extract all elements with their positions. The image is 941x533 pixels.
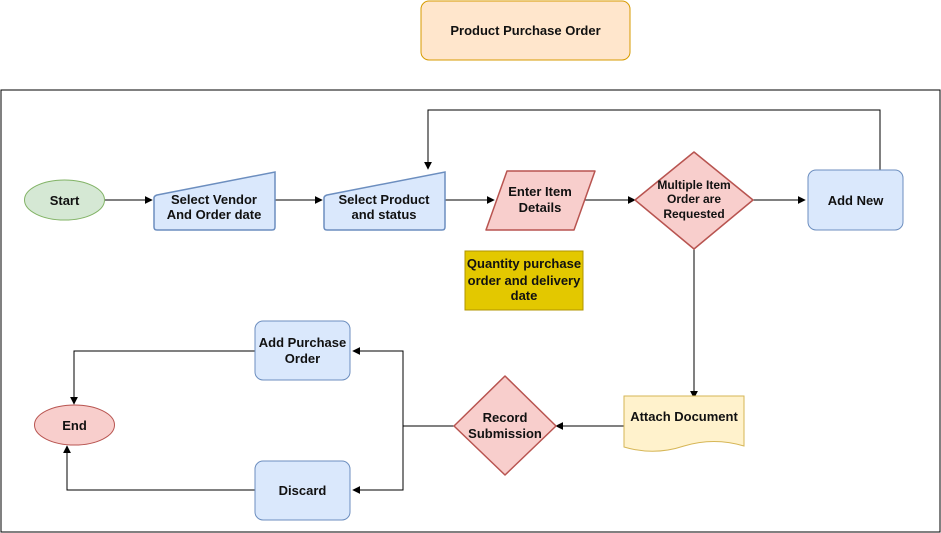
- svg-text:And Order date: And Order date: [167, 207, 262, 222]
- connectors: [63, 109, 881, 494]
- svg-text:Quantity purchase: Quantity purchase: [467, 256, 581, 271]
- svg-text:Discard: Discard: [279, 483, 327, 498]
- record-submission-decision: Record Submission: [453, 375, 557, 476]
- svg-text:Select Product: Select Product: [338, 192, 430, 207]
- process-container: [0, 89, 941, 533]
- end-node: End: [34, 404, 115, 446]
- start-node: Start: [24, 179, 105, 221]
- add-purchase-order-node: Add Purchase Order: [254, 320, 351, 381]
- svg-text:order and delivery: order and delivery: [468, 273, 581, 288]
- title-box: Product Purchase Order: [420, 0, 631, 61]
- svg-text:Requested: Requested: [663, 207, 724, 221]
- attach-document-node: Attach Document: [623, 395, 745, 452]
- svg-text:Multiple Item: Multiple Item: [657, 178, 730, 192]
- svg-text:End: End: [62, 418, 87, 433]
- enter-item-node: Enter Item Details: [485, 170, 596, 231]
- svg-text:date: date: [511, 288, 538, 303]
- quantity-note: Quantity purchase order and delivery dat…: [464, 250, 584, 311]
- svg-text:and status: and status: [351, 207, 416, 222]
- svg-text:Order are: Order are: [667, 192, 721, 206]
- svg-text:Submission: Submission: [468, 426, 542, 441]
- svg-text:Add New: Add New: [828, 193, 885, 208]
- arrow-purchase-to-end: [70, 350, 255, 405]
- add-new-node: Add New: [807, 169, 904, 231]
- svg-text:Attach Document: Attach Document: [630, 409, 738, 424]
- svg-text:Enter Item: Enter Item: [508, 184, 572, 199]
- svg-text:Details: Details: [519, 200, 562, 215]
- arrow-addnew-loop-to-product: [424, 109, 881, 170]
- svg-text:Order: Order: [285, 351, 320, 366]
- select-vendor-node: Select Vendor And Order date: [153, 171, 276, 231]
- arrow-record-to-discard: [352, 426, 404, 494]
- discard-node: Discard: [254, 460, 351, 521]
- svg-text:Start: Start: [50, 193, 80, 208]
- svg-text:Select Vendor: Select Vendor: [171, 192, 257, 207]
- arrow-discard-to-end: [63, 445, 255, 491]
- multiple-item-decision: Multiple Item Order are Requested: [634, 151, 754, 250]
- select-product-node: Select Product and status: [323, 171, 446, 231]
- svg-text:Add Purchase: Add Purchase: [259, 335, 346, 350]
- svg-text:Record: Record: [483, 410, 528, 425]
- arrow-record-to-purchase: [352, 347, 454, 427]
- diagram-title: Product Purchase Order: [450, 23, 600, 38]
